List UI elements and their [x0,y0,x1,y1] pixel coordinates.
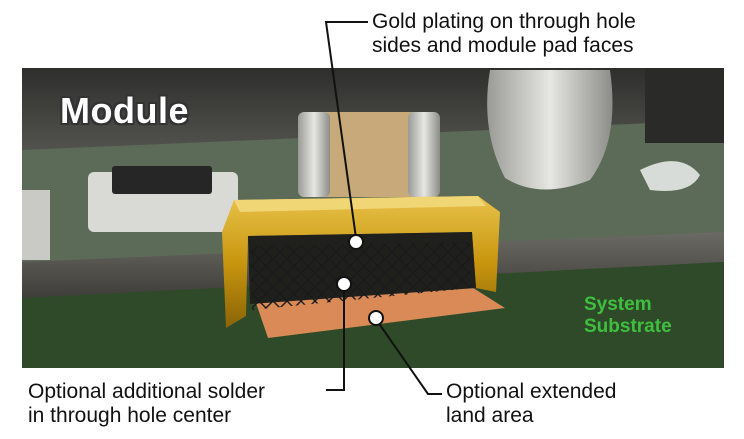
system-substrate-label: System Substrate [584,294,672,338]
solder-bump-right [640,161,700,191]
callout-additional-solder-line1: Optional additional solder [28,380,265,403]
callout-gold-plating: Gold plating on through hole sides and m… [372,10,636,58]
callout-additional-solder: Optional additional solder in through ho… [28,380,265,428]
callout-marker-solder [336,276,352,292]
callout-extended-land-line2: land area [446,404,534,427]
callout-additional-solder-line2: in through hole center [28,404,232,427]
system-substrate-label-line2: Substrate [584,316,672,337]
solder-blob-right [487,70,613,190]
callout-extended-land: Optional extended land area [446,380,616,428]
component-far-right [645,68,724,143]
callout-gold-plating-line1: Gold plating on through hole [372,10,636,33]
callout-marker-land [368,310,384,326]
callout-gold-leader [324,21,368,239]
capacitor-component [298,112,440,197]
gold-plated-pad [222,196,500,328]
module-label: Module [60,90,189,131]
system-substrate-label-line1: System [584,294,652,315]
callout-gold-plating-line2: sides and module pad faces [372,34,634,57]
callout-extended-land-line1: Optional extended [446,380,617,403]
small-component-left [22,190,50,260]
callout-solder-leader [326,288,345,391]
callout-land-leader [377,321,442,395]
resistor-component [88,166,238,232]
callout-marker-gold [348,234,364,250]
